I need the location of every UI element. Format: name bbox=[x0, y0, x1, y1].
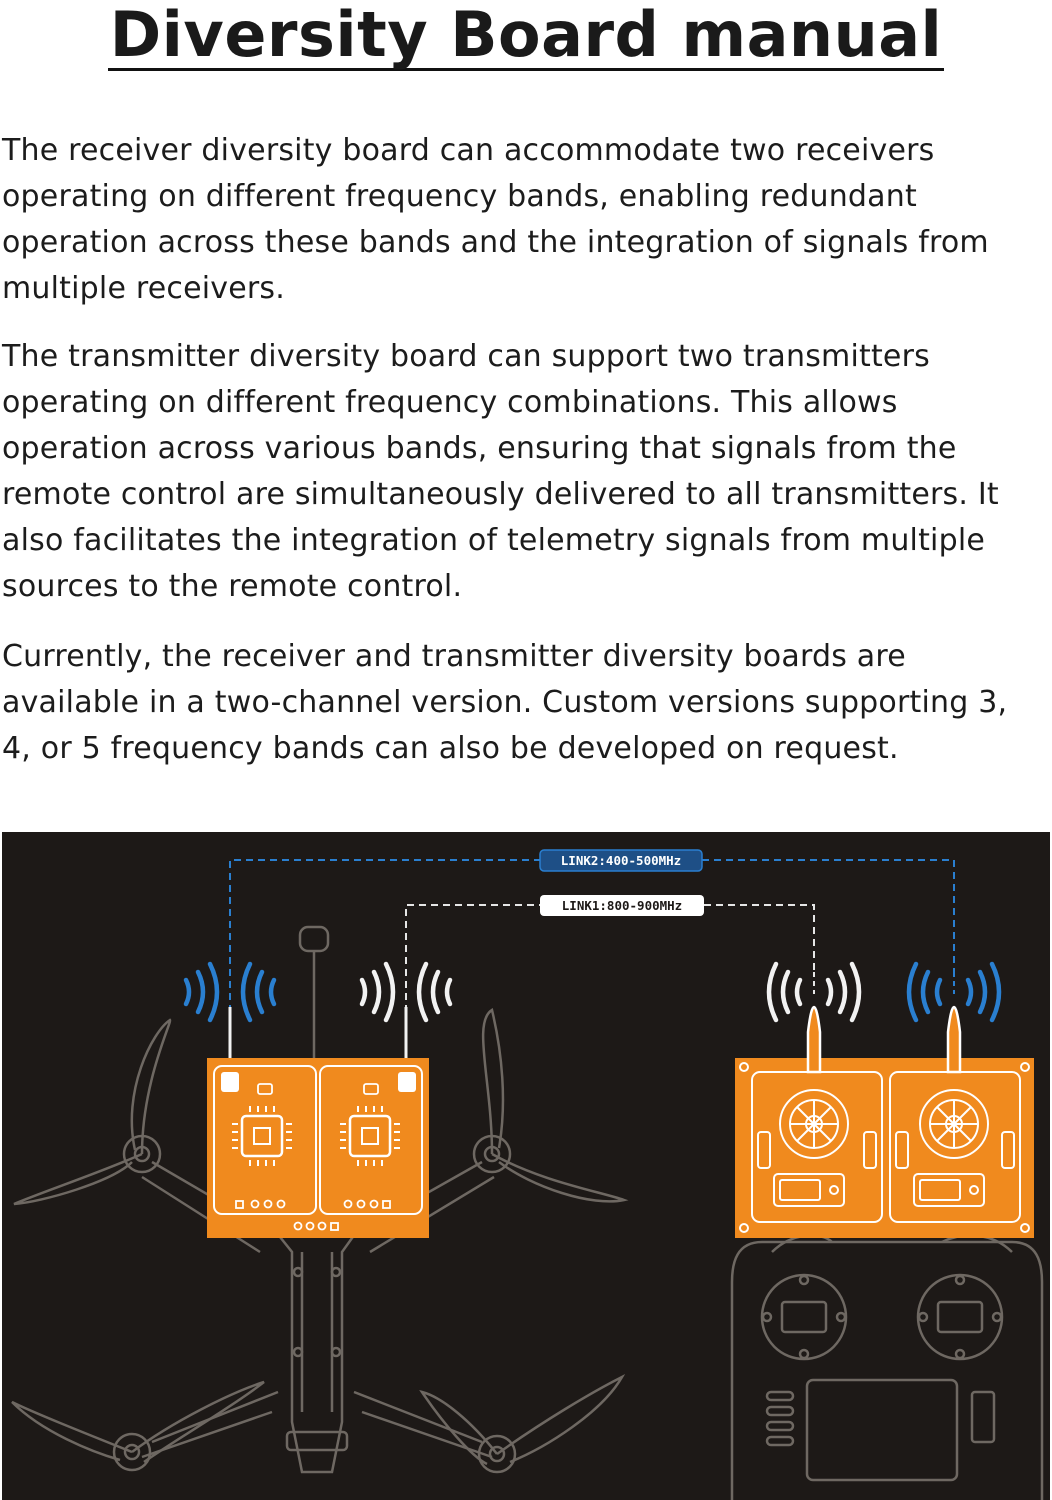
link2-line bbox=[229, 859, 955, 1072]
page-title-text: Diversity Board manual bbox=[107, 0, 945, 71]
page-title: Diversity Board manual bbox=[0, 0, 1052, 71]
link1-label: LINK1:800-900MHz bbox=[562, 898, 682, 913]
link2-label: LINK2:400-500MHz bbox=[561, 853, 681, 868]
paragraph-receiver-board: The receiver diversity board can accommo… bbox=[2, 133, 989, 306]
link1-badge: LINK1:800-900MHz bbox=[540, 895, 704, 916]
receiver-diversity-board bbox=[207, 1007, 429, 1238]
diversity-diagram: LINK2:400-500MHz LINK1:800-900MHz bbox=[2, 832, 1050, 1500]
transmitter-diversity-board bbox=[735, 972, 1034, 1238]
remote-controller-outline bbox=[730, 1234, 1044, 1500]
link1-line bbox=[405, 904, 815, 1072]
paragraph-transmitter-board: The transmitter diversity board can supp… bbox=[2, 339, 999, 604]
signal-waves-icon bbox=[183, 961, 1002, 1023]
paragraph-availability: Currently, the receiver and transmitter … bbox=[2, 639, 1008, 766]
link2-badge: LINK2:400-500MHz bbox=[539, 849, 703, 872]
